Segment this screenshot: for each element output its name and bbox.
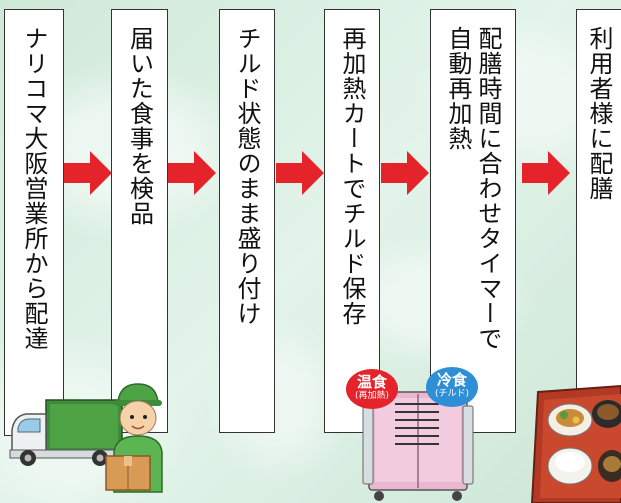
hot-food-badge: 温食 (再加熱) xyxy=(346,369,398,409)
step-1-box: ナリコマ大阪営業所から配達 xyxy=(4,9,64,436)
hot-food-badge-sub: (再加熱) xyxy=(354,391,390,401)
step-5-box: 配膳時間に合わせタイマーで 自動再加熱 xyxy=(430,9,516,433)
step-3-label: チルド状態のまま盛り付け xyxy=(233,26,261,326)
reheating-cart-icon xyxy=(362,391,474,501)
step-2-label: 届いた食事を検品 xyxy=(125,26,154,226)
arrow-right-icon xyxy=(522,151,570,195)
arrow-right-icon xyxy=(276,151,324,195)
meal-tray-icon xyxy=(530,384,621,503)
step-5-label: 配膳時間に合わせタイマーで 自動再加熱 xyxy=(444,26,502,351)
step-2-box: 届いた食事を検品 xyxy=(111,9,168,433)
cold-food-badge: 冷食 (チルド) xyxy=(426,367,478,407)
step-6-label: 利用者様に配膳 xyxy=(585,26,613,201)
step-4-box: 再加熱カートでチルド保存 xyxy=(324,9,380,433)
arrow-right-icon xyxy=(64,151,112,195)
delivery-truck-icon xyxy=(9,399,123,466)
cold-food-badge-sub: (チルド) xyxy=(434,389,470,399)
arrow-right-icon xyxy=(381,151,429,195)
step-6-box: 利用者様に配膳 xyxy=(576,9,621,433)
cold-food-badge-main: 冷食 xyxy=(436,371,467,389)
step-4-label: 再加熱カートでチルド保存 xyxy=(338,26,366,326)
arrow-right-icon xyxy=(168,151,216,195)
hot-food-badge-main: 温食 xyxy=(356,373,387,391)
delivery-person-icon xyxy=(105,383,163,493)
step-3-box: チルド状態のまま盛り付け xyxy=(219,9,275,433)
step-1-label: ナリコマ大阪営業所から配達 xyxy=(20,26,48,351)
